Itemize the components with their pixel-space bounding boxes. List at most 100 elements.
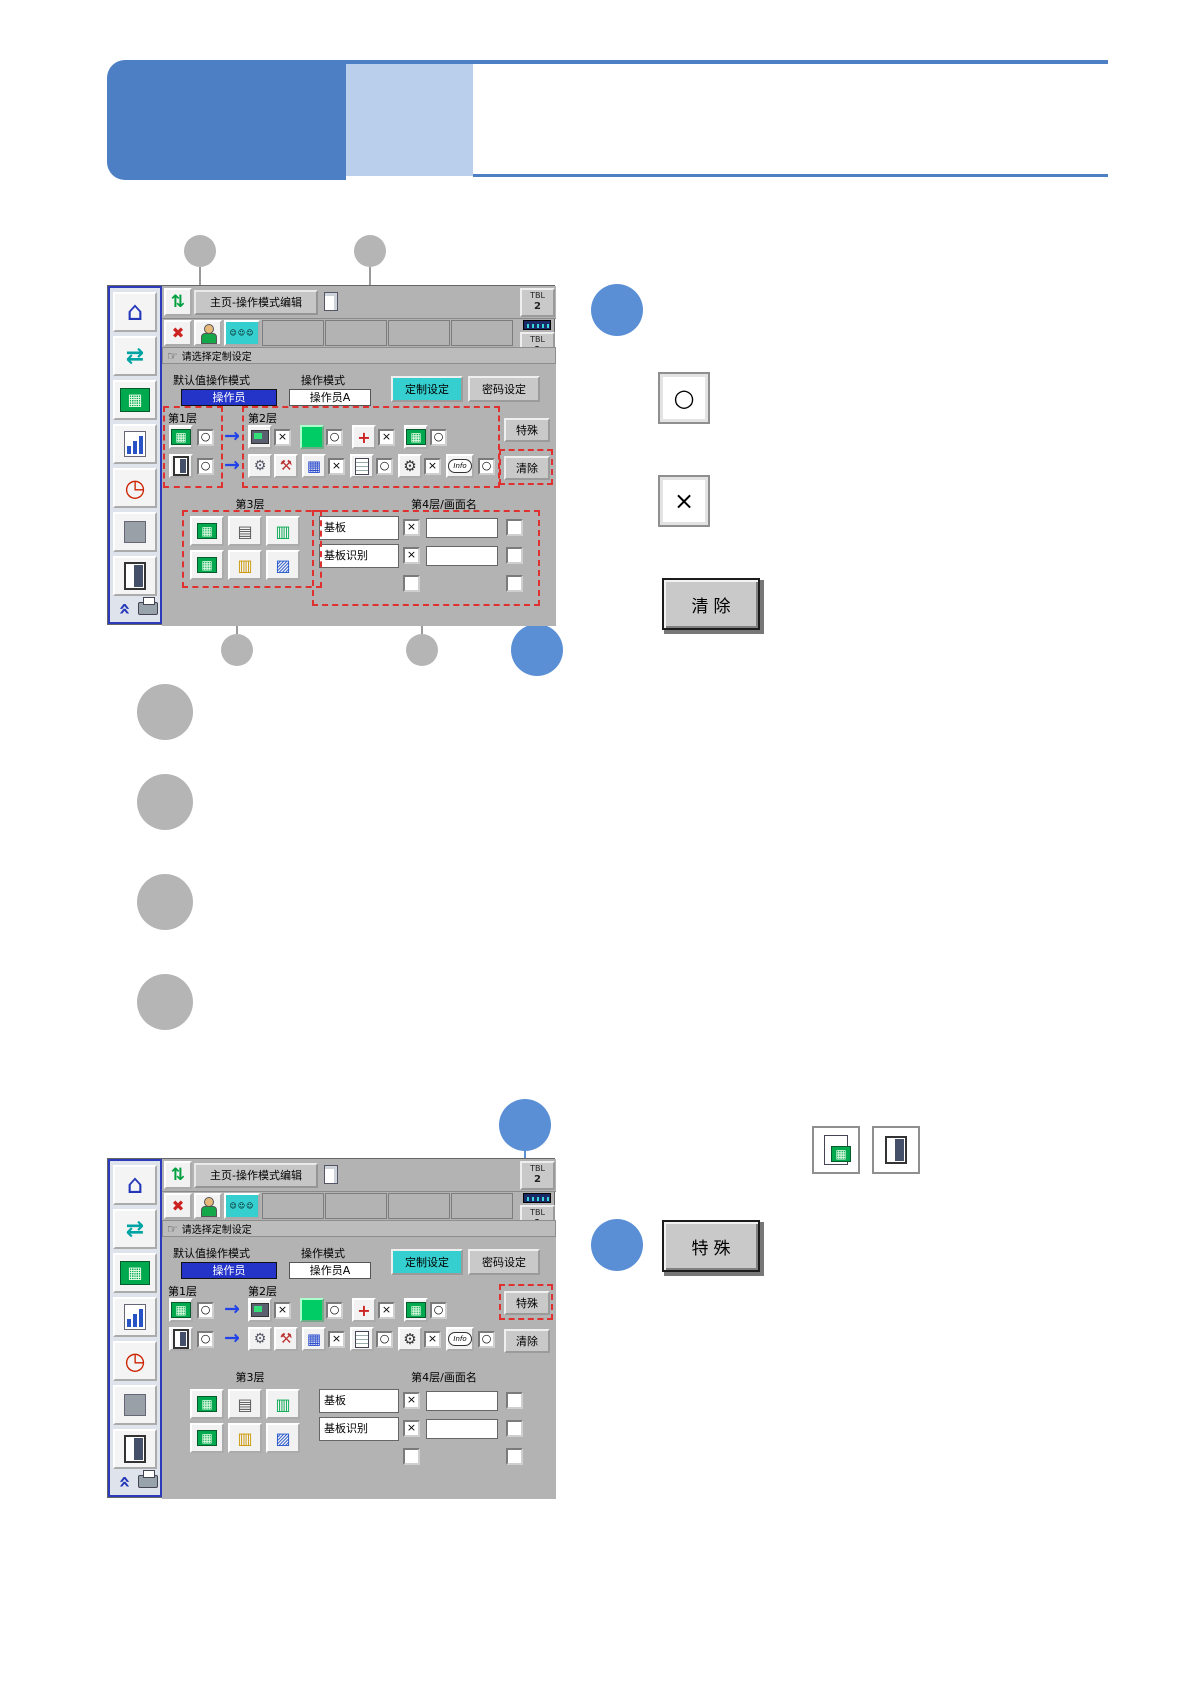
screen-mark[interactable]: × [403,1392,420,1409]
layer1-door-button[interactable] [169,1327,193,1351]
layer2-mark-6[interactable]: ○ [376,1331,393,1348]
exit-button[interactable] [113,1429,157,1469]
special-button[interactable]: 特殊 [504,1291,550,1315]
layer2-doc-button[interactable] [350,1327,374,1351]
layer2-mark-2[interactable]: ○ [326,1302,343,1319]
layer2-pcb-button[interactable]: ▦ [404,1298,428,1322]
layer2-info-button[interactable]: Info [446,454,474,478]
layer2-mark-8[interactable]: ○ [478,1331,495,1348]
cycle-button[interactable]: ⇄ [113,336,157,376]
cancel-button[interactable]: ✖ [164,320,192,346]
screen-field[interactable] [426,1391,498,1411]
screen-checkbox[interactable] [506,1392,523,1409]
layer2-info-button[interactable]: Info [446,1327,474,1351]
layer2-machine-button[interactable] [248,425,272,449]
screen-field[interactable] [426,546,498,566]
layer2-chip-button[interactable] [300,425,324,449]
clear-button[interactable]: 清除 [504,456,550,480]
home-button[interactable]: ⌂ [113,1165,157,1205]
password-setting-button[interactable]: 密码设定 [468,376,540,402]
pcb-button[interactable]: ▦ [113,1253,157,1293]
mode-switch-button[interactable]: ⇅ [164,1161,192,1189]
screen-mark[interactable]: × [403,1420,420,1437]
tbl1-button[interactable]: TBL1 [520,332,555,361]
layer3-slots-button[interactable]: ▥ [266,516,300,546]
custom-setting-button[interactable]: 定制设定 [391,1249,463,1275]
screen-checkbox[interactable] [506,547,523,564]
layer2-pcb-button[interactable]: ▦ [404,425,428,449]
collapse-button[interactable]: « [113,1469,137,1495]
layer1-pcb-button[interactable]: ▦ [169,1298,193,1322]
layer2-mark-4[interactable]: ○ [430,1302,447,1319]
mode-switch-button[interactable]: ⇅ [164,288,192,316]
layer2-table-button[interactable]: ▦ [302,454,326,478]
layer2-maintenance-button[interactable]: + [352,1298,376,1322]
operator-button[interactable] [194,1193,222,1219]
layer2-tools-button[interactable]: ⚒ [274,1327,298,1351]
screen-mark[interactable] [403,575,420,592]
screen-mark[interactable]: × [403,547,420,564]
collapse-button[interactable]: « [113,596,137,622]
maintenance-timer-button[interactable]: ◷ [113,1341,157,1381]
layer3-chip-button[interactable]: ▦ [190,550,224,580]
screen-field[interactable] [426,518,498,538]
layer3-pcb-button[interactable]: ▦ [190,516,224,546]
layer2-mark-5[interactable]: × [328,1331,345,1348]
password-setting-button[interactable]: 密码设定 [468,1249,540,1275]
layer2-mark-7[interactable]: × [424,458,441,475]
layer2-wrench-button[interactable]: ⚙ [248,1327,272,1351]
layer2-maintenance-button[interactable]: + [352,425,376,449]
layer2-machine-button[interactable] [248,1298,272,1322]
layer3-tray-button[interactable]: ▤ [228,1389,262,1419]
layer2-gear-button[interactable]: ⚙ [398,454,422,478]
screen-checkbox[interactable] [506,1448,523,1465]
screen-checkbox[interactable] [506,519,523,536]
layer2-mark-3[interactable]: × [378,429,395,446]
blank-button[interactable] [113,512,157,552]
home-button[interactable]: ⌂ [113,292,157,332]
layer3-tray-button[interactable]: ▤ [228,516,262,546]
layer3-pcb-button[interactable]: ▦ [190,1389,224,1419]
print-button[interactable] [138,597,162,622]
clear-button[interactable]: 清除 [504,1329,550,1353]
screen-mark[interactable] [403,1448,420,1465]
layer3-feeder-button[interactable]: ▥ [228,550,262,580]
layer3-nozzle-button[interactable]: ▨ [266,1423,300,1453]
cancel-button[interactable]: ✖ [164,1193,192,1219]
layer2-gear-button[interactable]: ⚙ [398,1327,422,1351]
report-button[interactable] [113,424,157,464]
maintenance-timer-button[interactable]: ◷ [113,468,157,508]
layer3-feeder-button[interactable]: ▥ [228,1423,262,1453]
layer2-chip-button[interactable] [300,1298,324,1322]
layer2-tools-button[interactable]: ⚒ [274,454,298,478]
custom-setting-button[interactable]: 定制设定 [391,376,463,402]
layer2-mark-5[interactable]: × [328,458,345,475]
layer1-mark-2[interactable]: ○ [197,458,214,475]
layer2-table-button[interactable]: ▦ [302,1327,326,1351]
screen-checkbox[interactable] [506,1420,523,1437]
operator-button[interactable] [194,320,222,346]
layer2-mark-1[interactable]: × [274,1302,291,1319]
screen-mark[interactable]: × [403,519,420,536]
layer2-mark-1[interactable]: × [274,429,291,446]
group-mode-button[interactable]: ☺☺☺ [224,1193,260,1219]
layer2-doc-button[interactable] [350,454,374,478]
layer1-door-button[interactable] [169,454,193,478]
layer1-mark-1[interactable]: ○ [197,1302,214,1319]
print-button[interactable] [138,1470,162,1495]
pcb-button[interactable]: ▦ [113,380,157,420]
layer2-mark-6[interactable]: ○ [376,458,393,475]
blank-button[interactable] [113,1385,157,1425]
group-mode-button[interactable]: ☺☺☺ [224,320,260,346]
cycle-button[interactable]: ⇄ [113,1209,157,1249]
layer3-nozzle-button[interactable]: ▨ [266,550,300,580]
layer2-wrench-button[interactable]: ⚙ [248,454,272,478]
special-button[interactable]: 特殊 [504,418,550,442]
layer1-mark-2[interactable]: ○ [197,1331,214,1348]
layer2-mark-3[interactable]: × [378,1302,395,1319]
layer2-mark-2[interactable]: ○ [326,429,343,446]
report-button[interactable] [113,1297,157,1337]
screen-checkbox[interactable] [506,575,523,592]
